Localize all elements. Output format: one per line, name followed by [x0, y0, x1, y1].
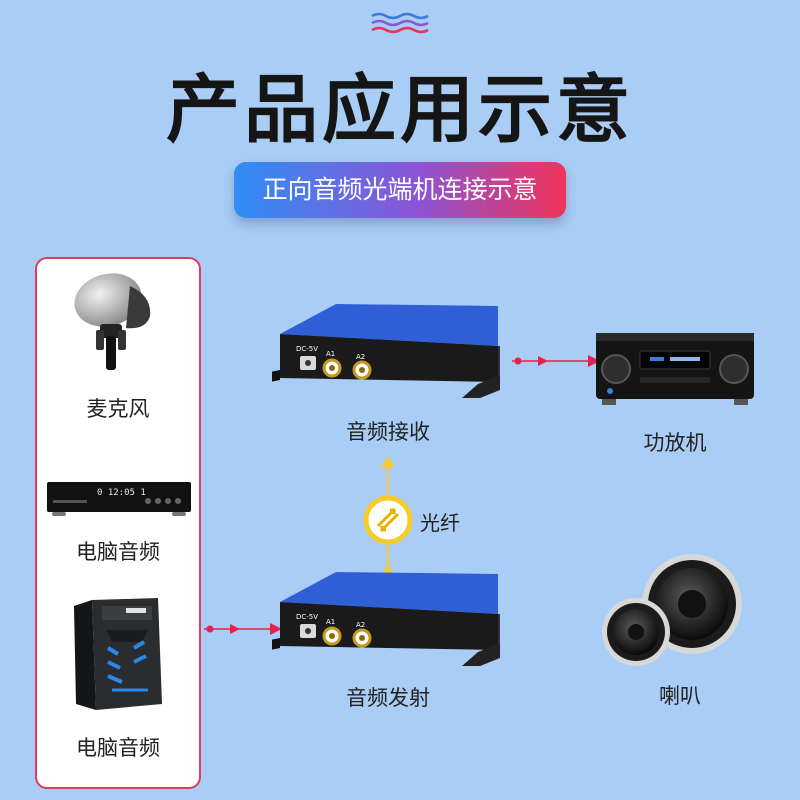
speaker-icon — [602, 554, 742, 666]
amplifier-icon — [596, 333, 754, 405]
pc-case-icon — [74, 598, 162, 710]
fiber-transfer-icon — [363, 495, 413, 545]
receiver-port-power: DC-5V — [296, 345, 319, 353]
receiver-port-a1: A1 — [326, 350, 336, 358]
vcd-display: 0 12:05 1 — [97, 488, 146, 498]
subtitle-pill — [234, 162, 566, 218]
receiver-port-a2: A2 — [356, 353, 366, 361]
output-label-speaker: 喇叭 — [659, 684, 701, 708]
transmitter-port-a1: A1 — [326, 618, 336, 626]
arrow-dot — [206, 625, 214, 633]
page-title: 产品应用示意 — [166, 67, 634, 153]
wave-decoration-icon — [371, 12, 429, 34]
arrow-dot — [514, 357, 522, 365]
arrow-head — [588, 355, 600, 367]
source-label-pc: 电脑音频 — [76, 736, 160, 760]
receiver-device-icon — [272, 304, 500, 398]
transmitter-port-power: DC-5V — [296, 613, 319, 621]
subtitle: 正向音频光端机连接示意 — [262, 175, 538, 204]
fiber-label: 光纤 — [420, 511, 460, 535]
vcd-foot — [52, 512, 66, 516]
output-label-amplifier: 功放机 — [643, 431, 707, 455]
arrow-head — [538, 356, 548, 366]
transmitter-port-a2: A2 — [356, 621, 366, 629]
vcd-foot — [172, 512, 186, 516]
source-label-microphone: 麦克风 — [86, 397, 150, 421]
transmitter-device-icon — [272, 572, 500, 666]
source-label-vcd: 电脑音频 — [76, 540, 160, 564]
receiver-label: 音频接收 — [346, 420, 430, 444]
arrow-head — [270, 623, 282, 635]
transmitter-label: 音频发射 — [346, 686, 430, 710]
arrow-head — [230, 624, 240, 634]
microphone-icon — [74, 273, 151, 370]
vcd-player-icon: 0 12:05 1 — [47, 482, 191, 512]
fiber-arrow-head — [381, 456, 395, 468]
